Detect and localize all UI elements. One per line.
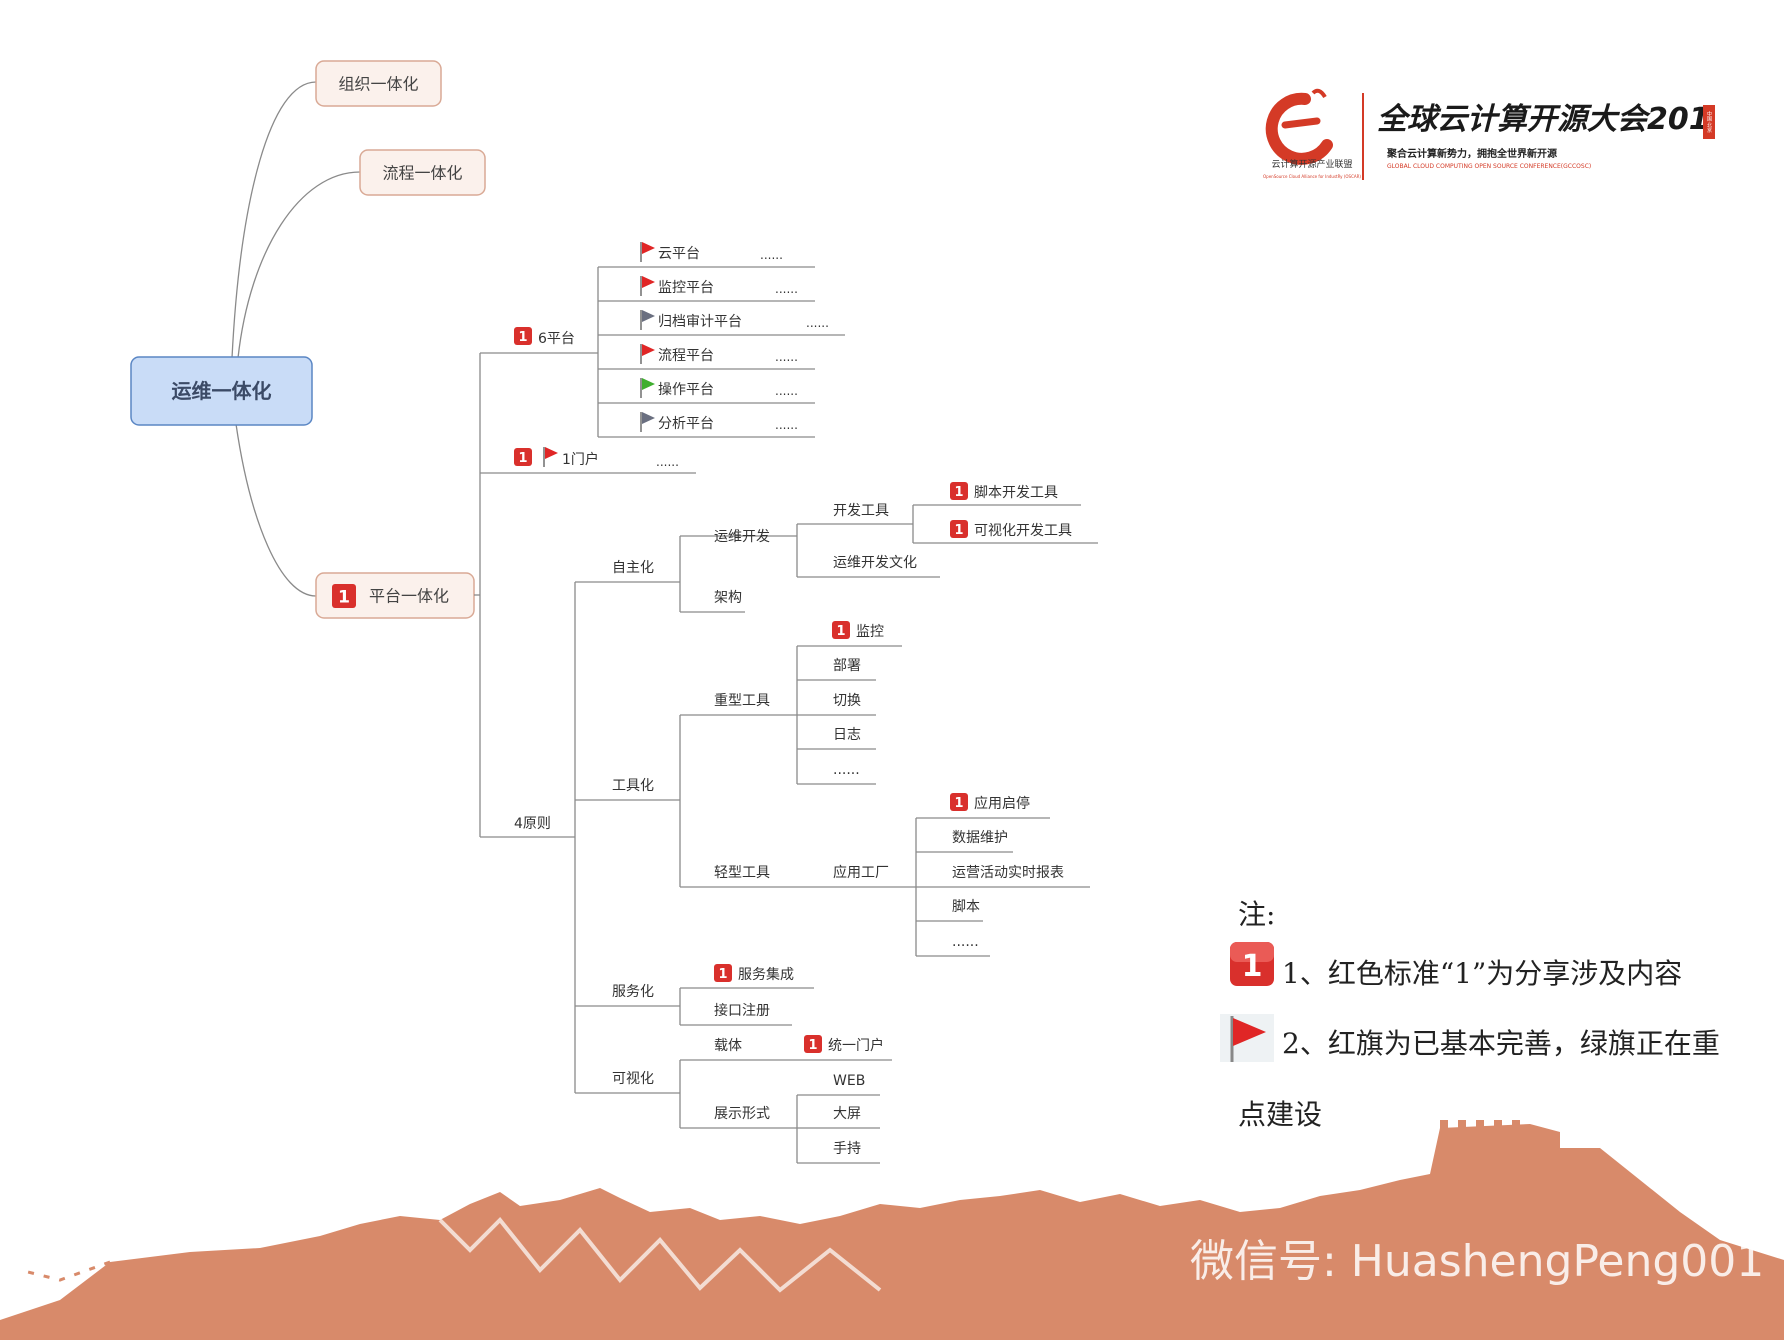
branch-process-label: 流程一体化: [382, 163, 462, 182]
red-flag-icon: [1220, 1010, 1274, 1064]
priority-1-badge-icon: 1: [950, 793, 968, 811]
platform-ellipsis: ......: [775, 282, 798, 296]
priority-1-badge-icon: 1: [332, 584, 356, 608]
unified-portal-label: 统一门户: [828, 1037, 884, 1054]
platform-item-label: 归档审计平台: [658, 313, 742, 330]
platform-ellipsis: ......: [806, 316, 829, 330]
branch-platform-label: 平台一体化: [369, 586, 449, 605]
heavy-tool-label: 部署: [833, 658, 861, 674]
carrier-label: 载体: [714, 1038, 742, 1054]
platform-item-label: 操作平台: [658, 382, 714, 398]
app-factory-label: 应用工厂: [833, 864, 889, 881]
light-tools-label: 轻型工具: [714, 865, 770, 881]
conference-title: 全球云计算开源大会2017: [1377, 102, 1715, 137]
alliance-subtitle: OpenSource Cloud Alliance for IndustRy (…: [1263, 174, 1361, 179]
red-flag-icon: [641, 242, 655, 262]
platform-item-label: 监控平台: [658, 280, 714, 296]
platform-ellipsis: ......: [775, 350, 798, 364]
platform-ellipsis: ......: [775, 418, 798, 432]
platform-ellipsis: ......: [775, 384, 798, 398]
svg-text:1: 1: [836, 624, 845, 639]
service-item-label: 接口注册: [714, 1002, 770, 1019]
priority-1-badge-icon: 1: [1228, 940, 1276, 988]
autonomy-label: 自主化: [612, 560, 654, 576]
svg-text:1: 1: [954, 485, 963, 500]
priority-1-badge-icon: 1: [832, 621, 850, 639]
gray-flag-icon: [641, 310, 655, 330]
platform-ellipsis: ......: [760, 248, 783, 262]
portal-label: 1门户: [562, 451, 599, 468]
heavy-tools-label: 重型工具: [714, 693, 770, 709]
priority-1-badge-icon: 1: [514, 448, 532, 466]
priority-1-badge-icon: 1: [804, 1035, 822, 1053]
svg-text:1: 1: [808, 1038, 817, 1053]
green-flag-icon: [641, 378, 655, 398]
factory-item-label: 运营活动实时报表: [952, 865, 1064, 881]
heavy-tool-label: 切换: [833, 692, 861, 709]
visual-label: 可视化: [612, 1071, 654, 1087]
factory-item-label: 脚本: [952, 899, 980, 915]
conference-logo-graphic: 云计算开源产业联盟 OpenSource Cloud Alliance for …: [1255, 85, 1715, 185]
display-item-label: WEB: [833, 1073, 865, 1089]
heavy-tool-label: ......: [833, 762, 860, 778]
conference-logo: 云计算开源产业联盟 OpenSource Cloud Alliance for …: [1255, 85, 1715, 185]
dev-tools-label: 开发工具: [833, 503, 889, 519]
svg-text:1: 1: [518, 451, 527, 466]
svg-text:1: 1: [338, 588, 350, 608]
central-node-label: 运维一体化: [172, 379, 272, 403]
platform-item-label: 流程平台: [658, 348, 714, 364]
svg-text:1: 1: [1242, 949, 1263, 984]
factory-item-label: 数据维护: [952, 830, 1008, 846]
six-platforms-label: 6平台: [538, 331, 575, 347]
gray-flag-icon: [641, 412, 655, 432]
priority-1-badge-icon: 1: [714, 964, 732, 982]
red-flag-icon: [641, 344, 655, 364]
note-priority-legend: 1、红色标准“1”为分享涉及内容: [1282, 952, 1682, 992]
portal-ellipsis: ......: [656, 455, 679, 469]
alliance-name: 云计算开源产业联盟: [1271, 158, 1352, 170]
service-label: 服务化: [612, 984, 654, 1000]
svg-text:1: 1: [518, 330, 527, 345]
note-flag-legend: 2、红旗为已基本完善，绿旗正在重: [1282, 1022, 1720, 1062]
tooling-label: 工具化: [612, 778, 654, 794]
priority-1-badge-icon: 1: [950, 520, 968, 538]
platform-item-label: 分析平台: [658, 416, 714, 432]
svg-text:1: 1: [954, 523, 963, 538]
branch-org-label: 组织一体化: [338, 74, 418, 93]
heavy-tool-label: 日志: [833, 727, 861, 743]
conference-slogan: 聚合云计算新势力，拥抱全世界新开源: [1386, 147, 1557, 160]
wechat-watermark: 微信号: HuashengPeng001: [1190, 1225, 1764, 1289]
wechat-icon: [0, 0, 80, 70]
red-flag-icon: [641, 276, 655, 296]
service-item-label: 服务集成: [738, 966, 794, 983]
dev-tool-label: 脚本开发工具: [974, 485, 1058, 501]
connector-curve: [238, 172, 360, 358]
connector-curve: [236, 424, 316, 596]
factory-item-label: 应用启停: [974, 795, 1030, 812]
factory-item-label: ......: [952, 934, 979, 950]
svg-text:1: 1: [718, 967, 727, 982]
alliance-logo-icon: [1272, 91, 1327, 159]
architecture-label: 架构: [714, 590, 742, 606]
conference-english-name: GLOBAL CLOUD COMPUTING OPEN SOURCE CONFE…: [1387, 163, 1591, 170]
priority-1-badge-icon: 1: [514, 327, 532, 345]
dev-tool-label: 可视化开发工具: [974, 523, 1072, 539]
svg-text:1: 1: [954, 796, 963, 811]
four-principles-label: 4原则: [514, 816, 551, 832]
notes-title: 注:: [1238, 893, 1275, 933]
red-flag-icon: [544, 447, 558, 467]
logo-seal-text: 中国·北京: [1706, 111, 1712, 135]
priority-1-badge-icon: 1: [950, 482, 968, 500]
ops-dev-culture-label: 运维开发文化: [833, 555, 917, 571]
heavy-tool-label: 监控: [856, 624, 884, 640]
platform-item-label: 云平台: [658, 246, 700, 262]
ops-dev-label: 运维开发: [714, 529, 770, 545]
